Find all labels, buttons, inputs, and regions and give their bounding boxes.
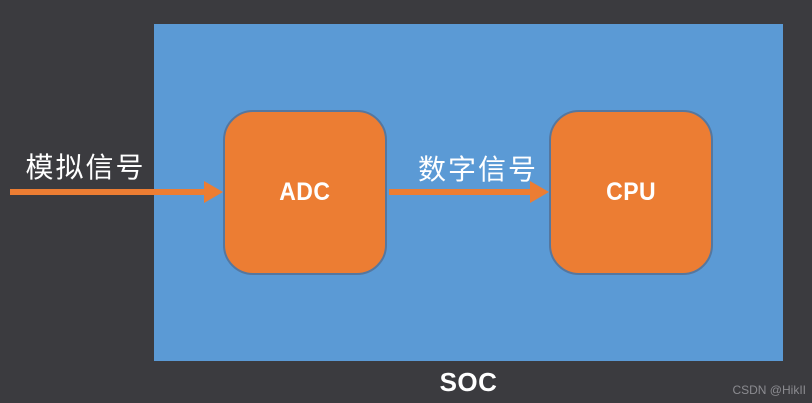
digital-signal-arrowhead-icon [530,181,549,203]
watermark: CSDN @HikII [732,383,806,397]
analog-signal-arrowhead-icon [204,181,223,203]
digital-signal-arrow-line [389,189,533,195]
analog-signal-arrow-line [10,189,206,195]
cpu-block-label: CPU [606,178,656,206]
adc-block-label: ADC [279,178,331,206]
digital-signal-label: 数字信号 [417,153,538,186]
cpu-block: CPU [549,110,713,275]
soc-caption: SOC [439,367,498,397]
analog-signal-label: 模拟信号 [25,151,146,184]
adc-block: ADC [223,110,387,275]
